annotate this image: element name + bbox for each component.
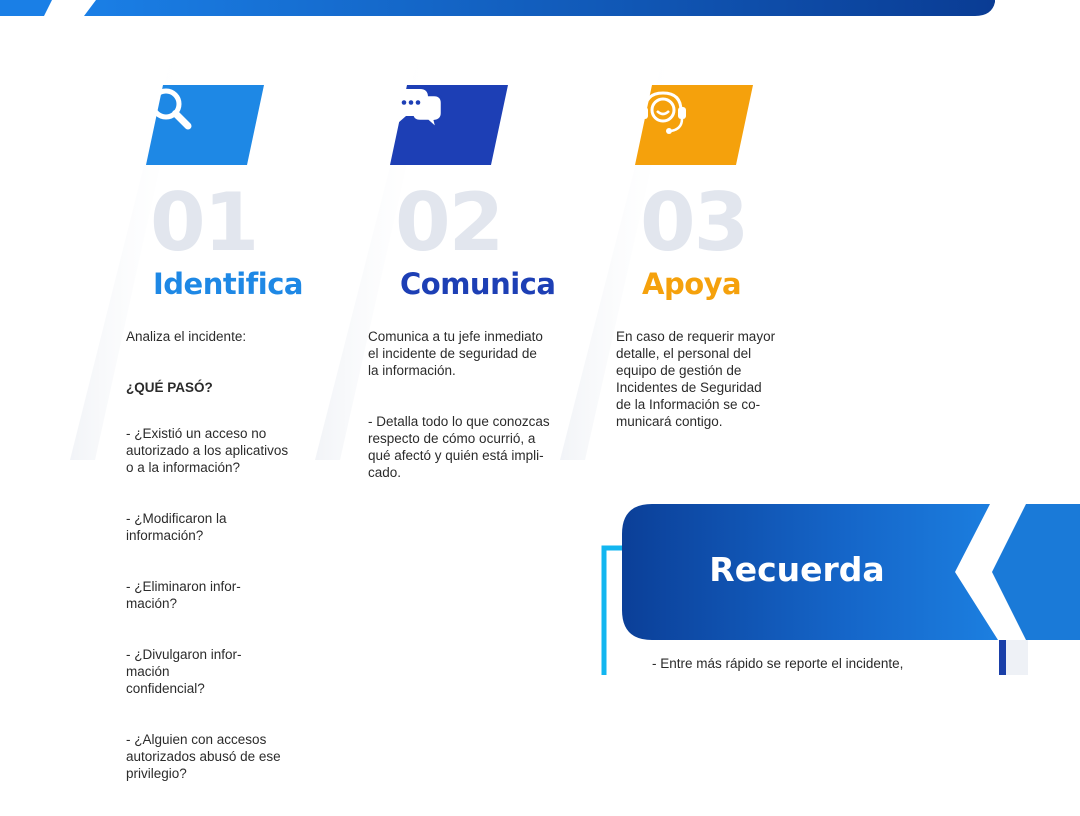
background-decoration (0, 0, 1080, 675)
step-2-paragraph: - Detalla todo lo que conozcas respecto … (368, 414, 550, 480)
header-left-slash (0, 0, 52, 16)
recuerda-chevron (992, 504, 1080, 640)
step-2-number: 02 (395, 176, 504, 269)
step-1-number: 01 (150, 176, 259, 269)
step-1-body: Analiza el incidente: ¿QUÉ PASÓ? - ¿Exis… (126, 311, 311, 816)
recuerda-right-bar (999, 640, 1006, 675)
step-3-number: 03 (640, 176, 749, 269)
step-1-question: - ¿Divulgaron infor- mación confidencial… (126, 647, 242, 696)
search-icon (150, 88, 192, 130)
step-2-paragraph: Comunica a tu jefe inmediato el incident… (368, 329, 543, 378)
recuerda-right-bar-light (1006, 640, 1028, 675)
step-1-title: Identifica (153, 267, 303, 301)
recuerda-title: Recuerda (709, 550, 885, 589)
step-1-icon-box (146, 85, 264, 165)
step-1-question: - ¿Modificaron la información? (126, 511, 227, 543)
headset-icon (640, 91, 686, 134)
header-bar (84, 0, 995, 16)
step-3-title: Apoya (642, 267, 742, 301)
step-3-icon-box (635, 85, 753, 165)
step-1-question-heading: ¿QUÉ PASÓ? (126, 380, 213, 395)
step-1-question: - ¿Alguien con accesos autorizados abusó… (126, 732, 281, 781)
step-1-intro: Analiza el incidente: (126, 329, 247, 344)
step-1-question: - ¿Eliminaron infor- mación? (126, 579, 241, 611)
step-2-body: Comunica a tu jefe inmediato el incident… (368, 311, 578, 515)
recuerda-text: - Entre más rápido se reporte el inciden… (652, 656, 904, 671)
recuerda-cyan-outline (601, 545, 622, 675)
chat-bubbles-icon (394, 89, 444, 133)
step-1-question: - ¿Existió un acceso no autorizado a los… (126, 426, 289, 475)
recuerda-banner (622, 504, 998, 640)
step-2-icon-box (390, 85, 508, 165)
step-3-paragraph: En caso de requerir mayor detalle, el pe… (616, 329, 776, 429)
step-3-body: En caso de requerir mayor detalle, el pe… (616, 311, 816, 464)
step-2-title: Comunica (400, 267, 556, 301)
